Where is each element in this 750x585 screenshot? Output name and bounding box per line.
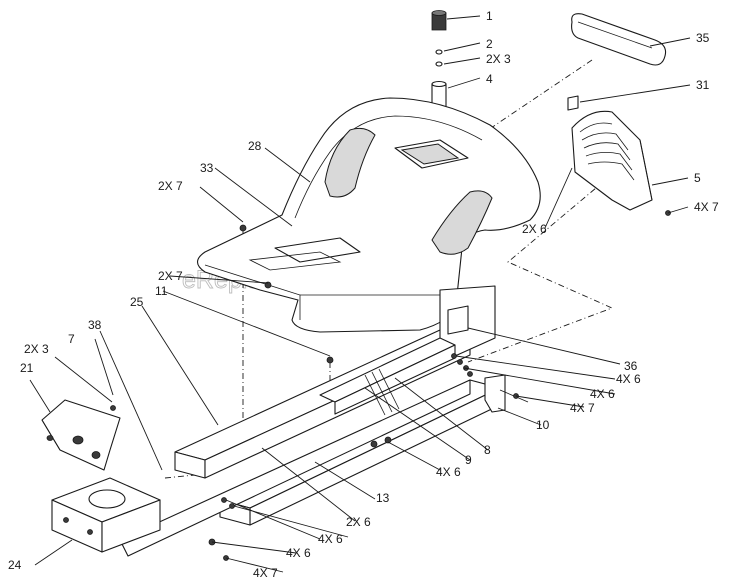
part-label: [567, 95, 579, 111]
part-rear-bracket: [447, 305, 469, 335]
hardware-bolts-bottom: [208, 436, 392, 561]
label-part-35: 35: [696, 31, 710, 45]
fender-screws: [239, 224, 334, 364]
label-part-13: 13: [376, 491, 390, 505]
part-rear-fender-panel: [571, 110, 671, 216]
label-part-7: 7: [68, 332, 75, 346]
callout-labels: 1 2 2X 3 4 35 31 5 4X 7 2X 6 28 33 2X 7 …: [8, 9, 719, 580]
part-seat-panel: [248, 251, 342, 271]
label-part-2x3-left: 2X 3: [24, 342, 49, 356]
label-part-36: 36: [624, 359, 638, 373]
part-fender-seat-pan: [196, 97, 541, 333]
hardware-bolts-right: [451, 353, 473, 377]
label-part-2x7-mid: 2X 7: [158, 269, 183, 283]
label-part-4x7-bottom: 4X 7: [253, 566, 278, 580]
part-spacer: [431, 80, 447, 109]
label-part-4x6-right-a: 4X 6: [616, 372, 641, 386]
label-part-1: 1: [486, 9, 493, 23]
part-washer: [435, 49, 443, 67]
label-part-31: 31: [696, 78, 710, 92]
label-part-2: 2: [486, 37, 493, 51]
part-front-plate: [51, 477, 161, 553]
label-part-21: 21: [20, 361, 34, 375]
label-part-4x6-mid: 4X 6: [436, 465, 461, 479]
label-part-24: 24: [8, 558, 22, 572]
part-side-shield: [41, 399, 121, 471]
label-part-11: 11: [155, 284, 168, 298]
label-part-4: 4: [486, 72, 493, 86]
part-cap: [431, 10, 447, 31]
label-part-4x7-mid: 4X 7: [570, 401, 595, 415]
label-part-5: 5: [694, 171, 701, 185]
label-part-4x7-right: 4X 7: [694, 200, 719, 214]
part-main-frame: [119, 285, 501, 557]
leader-lines: [29, 15, 691, 573]
part-side-bracket: [484, 374, 529, 413]
label-part-10: 10: [536, 418, 550, 432]
label-part-9: 9: [465, 453, 472, 467]
label-part-2x6-right: 2X 6: [522, 222, 547, 236]
label-part-2x7-top: 2X 7: [158, 179, 183, 193]
label-part-2x6-bottom: 2X 6: [346, 515, 371, 529]
label-part-2x3-top: 2X 3: [486, 52, 511, 66]
label-part-25: 25: [130, 295, 144, 309]
label-part-28: 28: [248, 139, 262, 153]
label-part-4x6-bottom-a: 4X 6: [318, 532, 343, 546]
part-decal-strip: [571, 13, 667, 66]
label-part-4x6-bottom-b: 4X 6: [286, 546, 311, 560]
label-part-38: 38: [88, 318, 102, 332]
label-part-8: 8: [484, 443, 491, 457]
label-part-4x6-right-b: 4X 6: [590, 387, 615, 401]
label-part-33: 33: [200, 161, 214, 175]
